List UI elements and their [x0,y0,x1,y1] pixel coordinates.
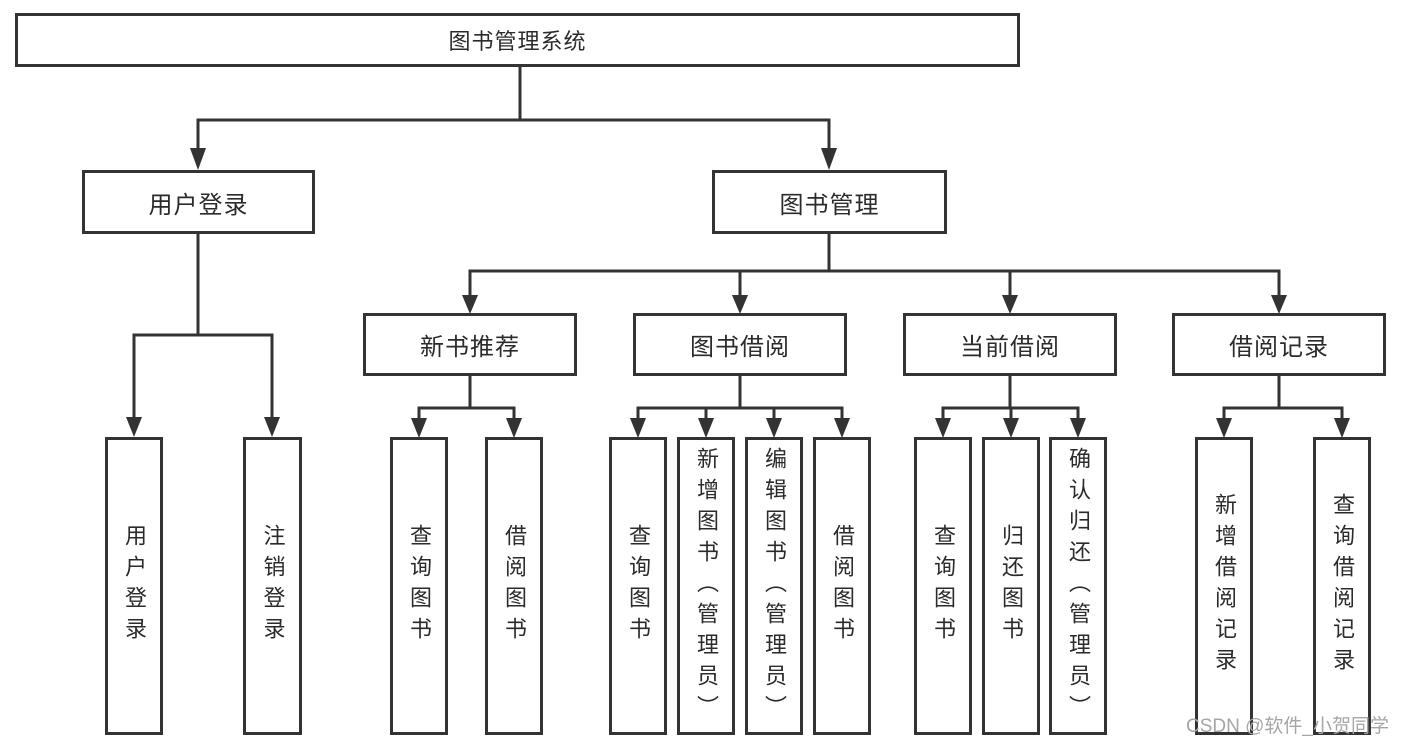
leaf-query-books-newrec: 查询图书 [390,437,448,735]
leaf-confirm-return-admin-label: 确认归还（管理员） [1066,446,1091,726]
leaf-borrow-books-newrec-label: 借阅图书 [502,524,527,648]
leaf-borrow-books-newrec: 借阅图书 [485,437,543,735]
leaf-query-books-borrow-label: 查询图书 [626,524,651,648]
leaf-edit-books-admin: 编辑图书（管理员） [745,437,803,735]
connector-bookborrow-to-leaves [636,376,844,422]
leaf-query-borrow-record-label: 查询借阅记录 [1330,493,1355,679]
node-new-book-rec: 新书推荐 [363,313,577,376]
connector-borrowrecords-to-leaves [1222,376,1344,422]
node-book-mgmt-branch-label: 图书管理 [779,191,880,219]
leaf-user-login: 用户登录 [105,437,163,735]
leaf-return-books: 归还图书 [982,437,1040,735]
connector-bookmgmt-to-level3 [468,234,1281,298]
connector-newbookrec-to-leaves [417,376,516,422]
arrowhead-icons [126,148,1350,438]
leaf-query-books-newrec-label: 查询图书 [407,524,432,648]
leaf-user-login-label: 用户登录 [122,524,147,648]
node-book-mgmt-branch: 图书管理 [712,170,947,234]
node-user-login-branch: 用户登录 [82,170,315,234]
connector-root-to-level2 [196,67,831,156]
leaf-borrow-books-borrow-label: 借阅图书 [830,524,855,648]
leaf-add-books-admin-label: 新增图书（管理员） [694,446,719,726]
node-book-borrow-label: 图书借阅 [690,334,790,361]
node-new-book-rec-label: 新书推荐 [420,334,520,361]
leaf-query-books-current-label: 查询图书 [931,524,956,648]
connector-userlogin-to-leaves [132,234,274,420]
leaf-query-borrow-record: 查询借阅记录 [1313,437,1371,735]
connector-currentborrow-to-leaves [941,376,1080,422]
leaf-logout: 注销登录 [243,437,302,735]
node-borrow-records-label: 借阅记录 [1229,334,1329,361]
leaf-borrow-books-borrow: 借阅图书 [813,437,871,735]
node-user-login-branch-label: 用户登录 [148,191,249,219]
leaf-edit-books-admin-label: 编辑图书（管理员） [762,446,787,726]
node-root-label: 图书管理系统 [448,29,587,54]
node-book-borrow: 图书借阅 [633,313,847,376]
leaf-return-books-label: 归还图书 [999,524,1024,648]
leaf-query-books-current: 查询图书 [914,437,972,735]
connector-paths [132,67,1344,422]
node-borrow-records: 借阅记录 [1172,313,1386,376]
leaf-add-books-admin: 新增图书（管理员） [677,437,735,735]
node-root: 图书管理系统 [15,13,1020,67]
leaf-query-books-borrow: 查询图书 [609,437,667,735]
leaf-confirm-return-admin: 确认归还（管理员） [1049,437,1107,735]
node-current-borrow: 当前借阅 [903,313,1117,376]
leaf-add-borrow-record-label: 新增借阅记录 [1212,493,1237,679]
leaf-add-borrow-record: 新增借阅记录 [1195,437,1253,735]
leaf-logout-label: 注销登录 [260,524,286,648]
node-current-borrow-label: 当前借阅 [960,334,1060,361]
watermark: CSDN @软件_小贺同学 [1186,716,1389,737]
